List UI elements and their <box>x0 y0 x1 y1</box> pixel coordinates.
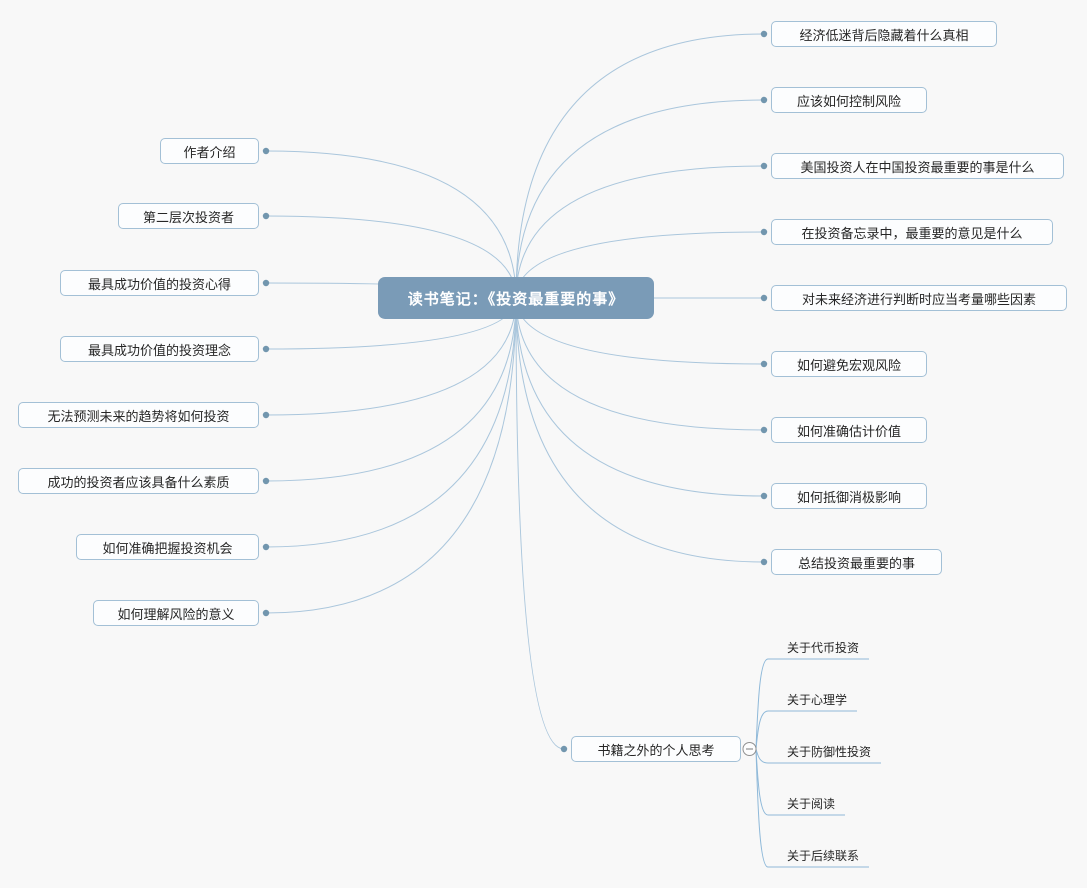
topic-node[interactable]: 如何避免宏观风险 <box>771 351 927 377</box>
topic-node[interactable]: 作者介绍 <box>160 138 259 164</box>
topic-node[interactable]: 应该如何控制风险 <box>771 87 927 113</box>
topic-node[interactable]: 如何准确把握投资机会 <box>76 534 259 560</box>
connection-dot <box>560 745 568 753</box>
connection-dot <box>262 411 270 419</box>
connection-dot <box>262 212 270 220</box>
connection-dot <box>262 279 270 287</box>
connection-dot <box>760 360 768 368</box>
connection-dot <box>262 609 270 617</box>
topic-node[interactable]: 第二层次投资者 <box>118 203 259 229</box>
topic-node[interactable]: 如何准确估计价值 <box>771 417 927 443</box>
subtopic-label[interactable]: 关于心理学 <box>787 693 848 707</box>
connection-dot <box>760 492 768 500</box>
central-topic[interactable]: 读书笔记：《投资最重要的事》 <box>378 277 654 319</box>
connection-dot <box>262 147 270 155</box>
connection-dot <box>262 477 270 485</box>
connection-dot <box>760 426 768 434</box>
collapse-minus-button[interactable] <box>742 742 757 756</box>
topic-node[interactable]: 成功的投资者应该具备什么素质 <box>18 468 259 494</box>
topic-node[interactable]: 书籍之外的个人思考 <box>571 736 741 762</box>
topic-node[interactable]: 如何抵御消极影响 <box>771 483 927 509</box>
connection-dot <box>760 228 768 236</box>
topic-node[interactable]: 总结投资最重要的事 <box>771 549 942 575</box>
topic-node[interactable]: 无法预测未来的趋势将如何投资 <box>18 402 259 428</box>
connection-dot <box>760 558 768 566</box>
connection-dot <box>760 30 768 38</box>
subtopic-label[interactable]: 关于代币投资 <box>787 641 860 655</box>
topic-node[interactable]: 如何理解风险的意义 <box>93 600 259 626</box>
topic-node[interactable]: 经济低迷背后隐藏着什么真相 <box>771 21 997 47</box>
connection-dot <box>262 345 270 353</box>
connection-dot <box>760 294 768 302</box>
topic-node[interactable]: 最具成功价值的投资心得 <box>60 270 259 296</box>
subtopic-label[interactable]: 关于阅读 <box>787 797 836 811</box>
subtopic-label[interactable]: 关于防御性投资 <box>787 745 872 759</box>
topic-node[interactable]: 在投资备忘录中，最重要的意见是什么 <box>771 219 1053 245</box>
topic-node[interactable]: 美国投资人在中国投资最重要的事是什么 <box>771 153 1064 179</box>
connection-dot <box>760 162 768 170</box>
connection-dot <box>760 96 768 104</box>
subtopic-label[interactable]: 关于后续联系 <box>787 849 860 863</box>
connection-dot <box>262 543 270 551</box>
topic-node[interactable]: 最具成功价值的投资理念 <box>60 336 259 362</box>
topic-node[interactable]: 对未来经济进行判断时应当考量哪些因素 <box>771 285 1067 311</box>
